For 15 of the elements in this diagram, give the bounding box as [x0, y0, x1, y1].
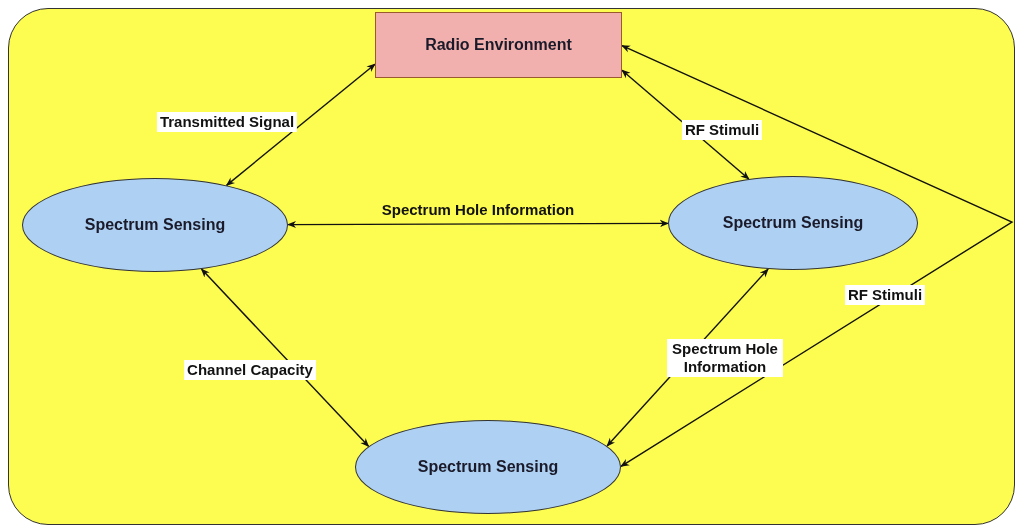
process-box: [375, 12, 622, 78]
node-label: Spectrum Sensing: [417, 458, 559, 476]
arrow: [200, 268, 370, 448]
arrow: [620, 44, 1014, 468]
arrow: [225, 63, 376, 187]
node-label: Spectrum Sensing: [84, 216, 226, 234]
node-label: Radio Environment: [425, 36, 572, 54]
edge-label: Spectrum Hole Information: [380, 200, 576, 220]
node-label: Spectrum Sensing: [722, 214, 864, 232]
arrow: [287, 219, 669, 229]
edge-label: RF Stimuli: [681, 120, 763, 140]
edge-label: RF Stimuli: [844, 285, 926, 305]
edge-label: Channel Capacity: [184, 360, 316, 380]
edge-label: Spectrum Hole Information: [667, 339, 783, 377]
edge-label: Transmitted Signal: [156, 112, 298, 132]
